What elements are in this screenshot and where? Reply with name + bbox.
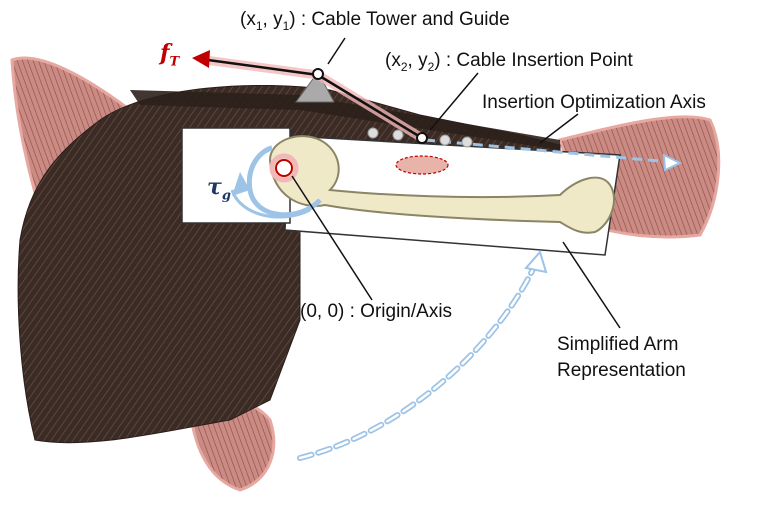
humerus-bone: [268, 135, 615, 234]
cable-tower-label-sub1: 1: [255, 18, 263, 33]
insertion-point-label: (x2, y2) : Cable Insertion Point: [385, 51, 633, 73]
force-symbol-letter: f: [160, 40, 170, 66]
cable-tower-label: (x1, y1) : Cable Tower and Guide: [240, 10, 510, 32]
candidate-point-3: [439, 134, 451, 146]
force-arrowhead: [192, 50, 210, 68]
torque-arrow: [246, 145, 322, 218]
cable-tower-label-y: , y: [262, 9, 283, 30]
torque-arrowhead: [232, 172, 250, 196]
arm-label-line1: Simplified Arm: [557, 334, 679, 355]
sweep-arrowhead: [524, 249, 548, 274]
force-symbol-sub: T: [169, 54, 180, 70]
insertion-label-sub2: 2: [427, 59, 435, 74]
upper-band: [130, 90, 560, 150]
candidate-point-4: [461, 136, 473, 148]
sweep-arrow-inner: [298, 263, 537, 460]
insertion-label-x: (x: [385, 50, 401, 71]
insertion-label-sub1: 2: [400, 59, 408, 74]
leader-origin: [291, 175, 373, 301]
leader-optimization-axis: [539, 113, 579, 144]
arm-label: Simplified Arm Representation: [557, 332, 686, 384]
optimization-axis-arrowhead: [662, 153, 683, 172]
leader-cable-tower: [327, 37, 346, 65]
origin-label: (0, 0) : Origin/Axis: [300, 301, 453, 322]
origin-point: [275, 159, 293, 177]
origin-glow: [269, 153, 299, 183]
force-symbol: fT: [160, 42, 179, 68]
insertion-label-y: , y: [407, 50, 428, 71]
insertion-patch: [395, 155, 449, 175]
candidate-point-1: [367, 127, 379, 139]
torque-symbol-letter: τ: [207, 174, 222, 200]
sweep-arrow: [297, 262, 538, 461]
torque-arrow-tail: [230, 189, 311, 219]
insertion-point: [416, 132, 428, 144]
torque-symbol-sub: g: [221, 188, 231, 204]
candidate-point-2: [392, 129, 404, 141]
cable-tower-label-x: (x: [240, 9, 256, 30]
arm-label-line2: Representation: [557, 360, 686, 381]
cable-tower-label-text: ) : Cable Tower and Guide: [289, 9, 510, 30]
cable-tower-point: [312, 68, 324, 80]
cable-tower: [295, 71, 335, 103]
torque-symbol: τg: [207, 176, 231, 202]
insertion-label-text: ) : Cable Insertion Point: [434, 50, 633, 71]
leader-insertion: [429, 72, 479, 131]
cable-tower-label-sub2: 1: [282, 18, 290, 33]
leader-arm: [562, 241, 621, 329]
optimization-axis-label: Insertion Optimization Axis: [482, 92, 706, 113]
